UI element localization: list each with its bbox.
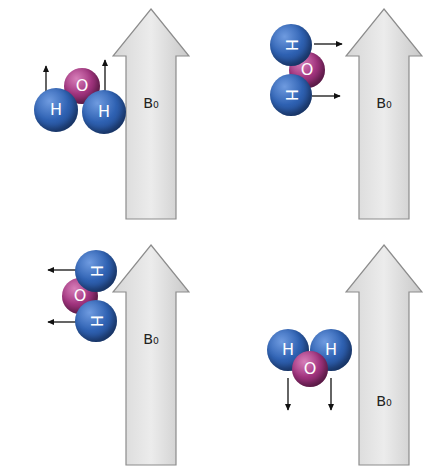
atom-symbol: H [88, 265, 104, 277]
field-arrow-shape [345, 8, 423, 220]
atom-symbol: H [88, 315, 104, 327]
atom-symbol: H [98, 104, 110, 120]
hydrogen-atom: H [75, 250, 117, 292]
spin-arrow [48, 321, 78, 322]
field-label: B₀ [345, 96, 423, 110]
spin-arrow [312, 95, 340, 96]
atom-symbol: O [74, 288, 87, 304]
spin-arrow [104, 60, 105, 92]
atom-symbol: O [304, 361, 317, 377]
atom-symbol: O [76, 78, 89, 94]
field-arrow: B₀ [345, 8, 423, 220]
field-arrow-shape [345, 244, 423, 466]
field-arrow: B₀ [112, 244, 190, 466]
atom-symbol: H [283, 89, 299, 101]
atom-symbol: H [282, 342, 294, 358]
field-arrow-outline [113, 245, 189, 465]
spin-arrow [287, 378, 288, 410]
hydrogen-atom: H [34, 88, 78, 132]
atom-symbol: H [283, 39, 299, 51]
field-arrow-outline [113, 9, 189, 219]
hydrogen-atom: H [75, 300, 117, 342]
field-arrow-shape [112, 244, 190, 466]
atom-symbol: H [50, 102, 62, 118]
field-label: B₀ [345, 394, 423, 408]
hydrogen-atom: H [270, 74, 312, 116]
field-label: B₀ [112, 332, 190, 346]
field-arrow-outline [346, 9, 422, 219]
spin-arrow [330, 378, 331, 410]
oxygen-atom: O [292, 351, 328, 387]
field-arrow: B₀ [345, 244, 423, 466]
field-arrow-outline [346, 245, 422, 465]
hydrogen-atom: H [82, 90, 126, 134]
atom-symbol: O [301, 62, 314, 78]
atom-symbol: H [325, 342, 337, 358]
spin-arrow [314, 43, 342, 44]
spin-arrow [48, 269, 78, 270]
hydrogen-atom: H [270, 24, 312, 66]
